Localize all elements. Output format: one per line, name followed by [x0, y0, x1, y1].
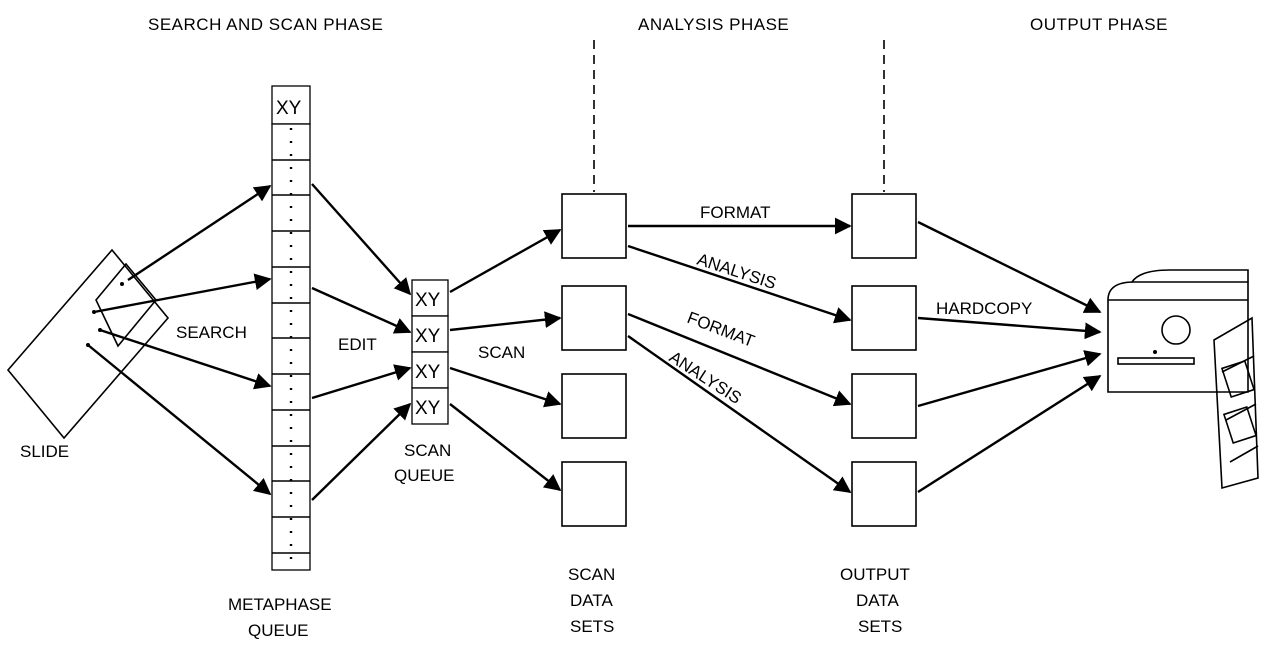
- format-label-mid: FORMAT: [685, 308, 758, 351]
- edit-arrow-4: [311, 402, 412, 501]
- search-label: SEARCH: [176, 323, 247, 342]
- scan-queue-cell-3: XY: [415, 362, 441, 383]
- phase-title-analysis: ANALYSIS PHASE: [638, 15, 789, 34]
- scan-data-sets-label-3: SETS: [570, 617, 614, 636]
- scan-data-sets-label-1: SCAN: [568, 565, 615, 584]
- hardcopy-arrow-2: [917, 316, 1102, 340]
- search-arrow-1: [127, 184, 272, 282]
- scan-arrow-4: [449, 403, 562, 492]
- printer-icon: [1107, 269, 1259, 490]
- metaphase-queue-label-2: QUEUE: [248, 621, 308, 640]
- metaphase-queue: XY: [271, 85, 311, 571]
- hardcopy-arrow-4: [917, 374, 1102, 494]
- output-data-sets-label-3: SETS: [858, 617, 902, 636]
- edit-arrow-3: [311, 364, 412, 400]
- scan-queue-cell-1: XY: [415, 290, 441, 311]
- hardcopy-arrow-1: [917, 220, 1102, 314]
- scan-data-set-4: [561, 461, 627, 527]
- phase-title-search-scan: SEARCH AND SCAN PHASE: [148, 15, 383, 34]
- output-data-sets-label-1: OUTPUT: [840, 565, 910, 584]
- scan-arrow-2: [449, 311, 562, 332]
- scan-data-sets-label-2: DATA: [570, 591, 613, 610]
- edit-label: EDIT: [338, 335, 377, 354]
- output-data-set-1: [851, 193, 917, 259]
- format-label-top: FORMAT: [700, 203, 771, 222]
- output-data-set-2: [851, 285, 917, 351]
- scan-arrow-1: [449, 228, 562, 294]
- output-data-set-3: [851, 373, 917, 439]
- metaphase-queue-head: XY: [276, 98, 302, 119]
- output-data-set-4: [851, 461, 917, 527]
- scan-queue-cell-4: XY: [415, 398, 441, 419]
- scan-arrow-3: [449, 366, 562, 408]
- analysis-arrow-top: [627, 244, 852, 324]
- metaphase-queue-label-1: METAPHASE: [228, 595, 332, 614]
- scan-queue-label-2: QUEUE: [394, 466, 454, 485]
- search-arrow-2: [93, 273, 272, 314]
- output-data-sets-label-2: DATA: [856, 591, 899, 610]
- slide-label: SLIDE: [20, 442, 69, 461]
- scan-queue-cell-2: XY: [415, 326, 441, 347]
- hardcopy-label: HARDCOPY: [936, 299, 1032, 318]
- format-arrow-mid: [627, 312, 852, 407]
- search-arrow-3: [99, 328, 272, 390]
- scan-data-set-3: [561, 373, 627, 439]
- analysis-label-top: ANALYSIS: [695, 250, 779, 293]
- phase-title-output: OUTPUT PHASE: [1030, 15, 1168, 34]
- scan-data-set-1: [561, 193, 627, 259]
- hardcopy-arrow-3: [917, 350, 1102, 408]
- scan-queue-label-1: SCAN: [404, 441, 451, 460]
- edit-arrow-1: [311, 183, 412, 296]
- scan-queue: XY XY XY XY: [411, 279, 449, 425]
- analysis-arrow-mid: [627, 335, 852, 493]
- metaphase-queue-head-cell: [271, 85, 311, 125]
- scan-data-set-2: [561, 285, 627, 351]
- edit-arrow-2: [311, 286, 412, 334]
- search-arrow-4: [87, 344, 272, 496]
- scan-label: SCAN: [478, 343, 525, 362]
